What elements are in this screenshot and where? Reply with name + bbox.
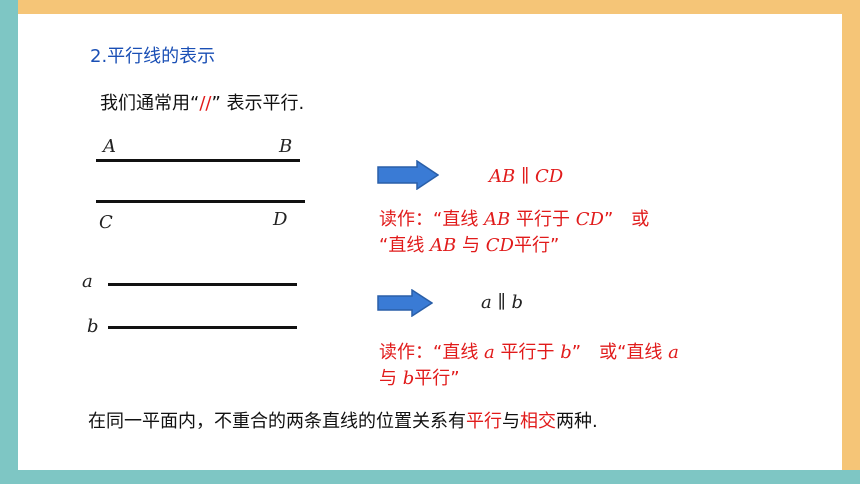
intro-suffix: ” 表示平行. [211,93,305,114]
slide-card [18,14,842,470]
conclusion-text: 两种. [556,411,598,432]
var-cd: CD [485,235,514,256]
reading-text: 与 [379,368,403,389]
line-ab [96,159,300,162]
line-a [108,283,297,286]
notation-a-parallel-b: a ∥ b [481,292,524,313]
conclusion-sentence: 在同一平面内，不重合的两条直线的位置关系有平行与相交两种. [88,407,598,433]
reading-text: “直线 [379,235,431,256]
var-cd: CD [575,209,604,230]
term-parallel: 平行 [466,411,502,432]
var-b: b [402,368,415,389]
line-label-b: b [87,316,99,337]
reading-text: 平行于 [494,342,561,363]
line-cd [96,200,305,203]
var-a: a [484,342,495,363]
var-ab: AB [430,235,457,256]
var-a: a [668,342,679,363]
reading-text: 平行” [513,235,560,256]
section-title: 2.平行线的表示 [90,46,216,67]
reading-ab-cd-line2: “直线 AB 与 CD平行” [379,233,559,259]
frame-left-band [0,0,18,484]
reading-text: ” 或“直线 [571,342,669,363]
reading-ab-cd-line1: 读作：“直线 AB 平行于 CD” 或 [379,207,649,233]
reading-text: 平行于 [510,209,576,230]
intro-prefix: 我们通常用“ [100,93,200,114]
point-label-d-upper: D [273,209,288,230]
reading-text: 读作：“直线 [379,342,485,363]
reading-text: 读作：“直线 [379,209,485,230]
reading-a-b-line2: 与 b平行” [379,366,460,392]
frame-bottom-band [0,470,860,484]
conclusion-text: 与 [502,411,520,432]
intro-sentence: 我们通常用“//” 表示平行. [100,89,304,115]
parallel-symbol: // [199,93,212,114]
reading-text: 平行” [414,368,460,389]
line-b [108,326,297,329]
reading-text: ” 或 [603,209,650,230]
reading-text: 与 [456,235,486,256]
point-label-a-upper: A [103,136,116,157]
var-ab: AB [484,209,511,230]
line-label-a: a [82,271,93,292]
point-label-b-upper: B [279,136,293,157]
right-arrow-icon [377,160,439,190]
notation-ab-parallel-cd: AB ∥ CD [489,166,564,187]
point-label-c-upper: C [99,212,113,233]
right-arrow-icon [377,289,433,317]
term-intersect: 相交 [520,411,556,432]
var-b: b [560,342,572,363]
conclusion-text: 在同一平面内，不重合的两条直线的位置关系有 [88,411,466,432]
reading-a-b-line1: 读作：“直线 a 平行于 b” 或“直线 a [379,340,679,366]
